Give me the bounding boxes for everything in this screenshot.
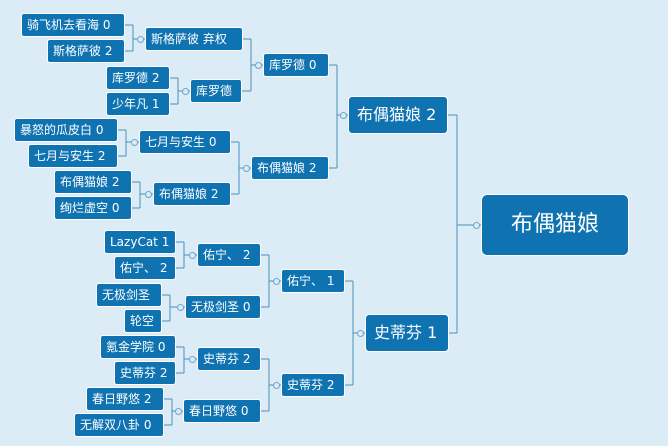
r1-node-2[interactable]: 斯格萨彼 2	[47, 39, 125, 63]
collapse-knob[interactable]	[136, 35, 144, 43]
collapse-knob[interactable]	[272, 277, 280, 285]
collapse-knob[interactable]	[356, 329, 364, 337]
collapse-knob[interactable]	[242, 164, 250, 172]
collapse-knob[interactable]	[272, 381, 280, 389]
semifinal-node-2[interactable]: 史蒂芬 1	[365, 314, 449, 352]
collapse-knob[interactable]	[130, 138, 138, 146]
r1-node-5[interactable]: 暴怒的瓜皮白 0	[14, 118, 118, 142]
r2-node-3[interactable]: 七月与安生 0	[139, 130, 231, 154]
r2-node-4[interactable]: 布偶猫娘 2	[153, 182, 231, 206]
r2-node-8[interactable]: 春日野悠 0	[183, 399, 261, 423]
collapse-knob[interactable]	[472, 221, 480, 229]
r1-node-3[interactable]: 库罗德 2	[106, 66, 170, 90]
r1-node-6[interactable]: 七月与安生 2	[28, 144, 118, 168]
r1-node-1[interactable]: 骑飞机去看海 0	[21, 13, 125, 37]
collapse-knob[interactable]	[254, 61, 262, 69]
r3-node-2[interactable]: 布偶猫娘 2	[251, 156, 329, 180]
r1-node-9[interactable]: LazyCat 1	[104, 230, 176, 254]
r1-node-8[interactable]: 绚烂虚空 0	[54, 196, 132, 220]
r1-node-12[interactable]: 轮空	[124, 309, 162, 333]
r1-node-16[interactable]: 无解双八卦 0	[74, 413, 164, 437]
collapse-knob[interactable]	[188, 251, 196, 259]
champion-node[interactable]: 布偶猫娘	[481, 194, 629, 256]
r1-node-4[interactable]: 少年凡 1	[106, 92, 170, 116]
collapse-knob[interactable]	[188, 355, 196, 363]
r2-node-2[interactable]: 库罗德	[190, 79, 242, 103]
r2-node-6[interactable]: 无极剑圣 0	[185, 295, 261, 319]
semifinal-node-1[interactable]: 布偶猫娘 2	[348, 96, 448, 134]
r3-node-4[interactable]: 史蒂芬 2	[281, 373, 345, 397]
r1-node-10[interactable]: 佑宁、 2	[114, 256, 176, 280]
r1-node-15[interactable]: 春日野悠 2	[86, 387, 164, 411]
r1-node-7[interactable]: 布偶猫娘 2	[54, 170, 132, 194]
r1-node-13[interactable]: 氪金学院 0	[100, 335, 176, 359]
r2-node-1[interactable]: 斯格萨彼 弃权	[145, 27, 243, 51]
r1-node-14[interactable]: 史蒂芬 2	[114, 361, 176, 385]
collapse-knob[interactable]	[181, 87, 189, 95]
r3-node-3[interactable]: 佑宁、 1	[281, 269, 345, 293]
collapse-knob[interactable]	[176, 303, 184, 311]
r2-node-5[interactable]: 佑宁、 2	[197, 243, 261, 267]
r1-node-11[interactable]: 无极剑圣	[96, 283, 162, 307]
r3-node-1[interactable]: 库罗德 0	[263, 53, 329, 77]
r2-node-7[interactable]: 史蒂芬 2	[197, 347, 261, 371]
collapse-knob[interactable]	[174, 407, 182, 415]
collapse-knob[interactable]	[144, 190, 152, 198]
collapse-knob[interactable]	[339, 111, 347, 119]
